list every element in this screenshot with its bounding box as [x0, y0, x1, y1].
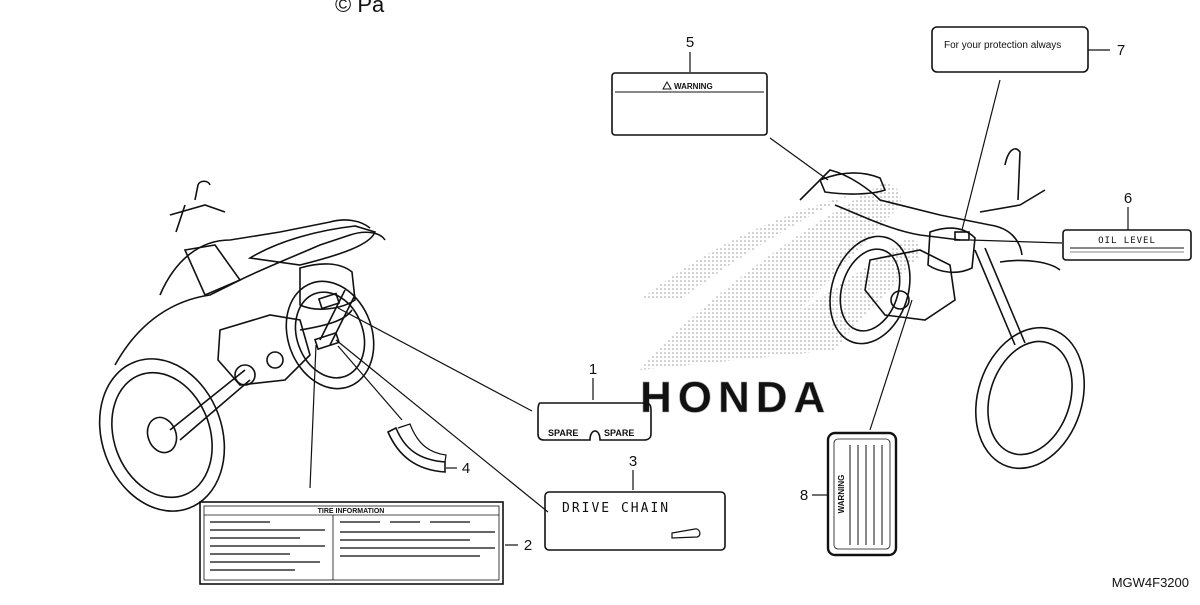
- part-8-vertical-warning-label: WARNING: [826, 431, 898, 557]
- part-1-spare-label: SPARE SPARE: [537, 402, 652, 441]
- part-2-tire-information-label: TIRE INFORMATION: [199, 501, 504, 585]
- copyright-watermark: © Pa: [335, 0, 385, 17]
- callout-number-7: 7: [1117, 42, 1125, 59]
- part-5-text: WARNING: [674, 82, 713, 91]
- callout-number-5: 5: [686, 34, 694, 51]
- callout-number-2: 2: [524, 537, 532, 554]
- part-1-text-left: SPARE: [548, 428, 578, 438]
- part-7-text: For your protection always: [944, 40, 1061, 51]
- leader-lines: [309, 49, 1129, 546]
- callout-number-4: 4: [462, 460, 470, 477]
- part-5-warning-label: WARNING: [611, 72, 768, 136]
- part-1-text-right: SPARE: [604, 428, 634, 438]
- part-7-protection-label: For your protection always: [931, 26, 1089, 73]
- part-2-header-text: TIRE INFORMATION: [318, 508, 385, 515]
- part-3-text: DRIVE CHAIN: [562, 501, 670, 516]
- honda-wing-watermark: HONDA: [640, 183, 921, 422]
- callout-number-8: 8: [800, 487, 808, 504]
- callout-number-1: 1: [589, 361, 597, 378]
- part-6-oil-level-label: OIL LEVEL: [1062, 229, 1192, 261]
- motorcycle-left-view: [98, 180, 386, 512]
- callout-number-3: 3: [629, 453, 637, 470]
- motorcycle-right-view: [799, 148, 1086, 470]
- part-8-text: WARNING: [837, 475, 846, 514]
- honda-text-watermark: HONDA: [640, 373, 831, 422]
- diagram-reference-code: MGW4F3200: [1112, 575, 1189, 590]
- part-4-curved-strip: [386, 423, 447, 473]
- callout-number-6: 6: [1124, 190, 1132, 207]
- part-3-drive-chain-label: DRIVE CHAIN: [544, 491, 726, 551]
- part-6-text: OIL LEVEL: [1098, 236, 1156, 246]
